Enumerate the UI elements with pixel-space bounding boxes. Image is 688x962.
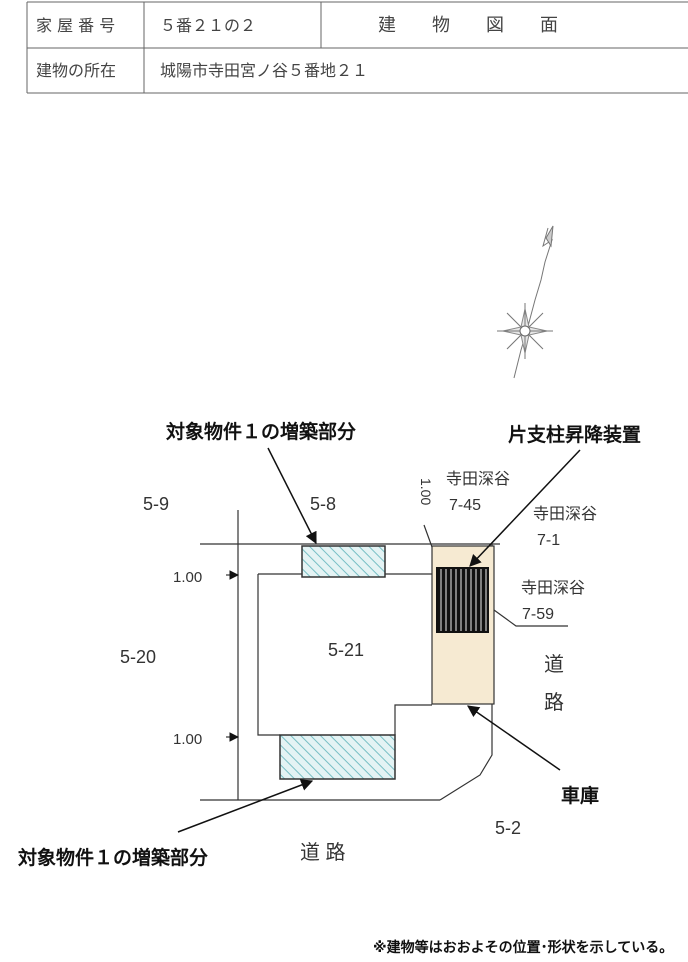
house-number-value: ５番２１の２: [160, 16, 256, 35]
extension-area-top: [301, 545, 386, 578]
road-right-char-1: 道: [544, 653, 564, 676]
dimension-bottom-left: 1.00: [173, 731, 202, 748]
callout-arrows: [177, 447, 581, 833]
house-number-label: 家 屋 番 号: [36, 16, 115, 35]
location-value: 城陽市寺田宮ノ谷５番地２１: [160, 61, 368, 80]
parcel-759-num: 7-59: [522, 606, 554, 623]
lot-5-8: 5-8: [310, 494, 336, 514]
parcel-71-num: 7-1: [537, 532, 560, 549]
header-table: 家 屋 番 号 ５番２１の２ 建 物 図 面 建物の所在 城陽市寺田宮ノ谷５番地…: [26, 1, 688, 94]
drawing-title: 建 物 図 面: [378, 15, 558, 36]
lot-5-2: 5-2: [495, 818, 521, 838]
callout-extension-bottom: 対象物件１の増築部分: [17, 846, 208, 869]
callout-extension-top: 対象物件１の増築部分: [165, 420, 356, 443]
lift-device: [436, 567, 489, 633]
lot-5-21: 5-21: [328, 640, 364, 660]
road-bottom: 道 路: [300, 841, 346, 864]
footer-note: ※建物等はおおよその位置･形状を示している。: [373, 939, 673, 956]
callout-garage: 車庫: [561, 784, 599, 807]
parcel-745-name: 寺田深谷: [446, 470, 510, 488]
north-arrow-icon: [497, 225, 554, 379]
location-label: 建物の所在: [36, 61, 116, 80]
lot-5-20: 5-20: [120, 647, 156, 667]
callout-lift-device: 片支柱昇降装置: [508, 423, 641, 446]
road-right-char-2: 路: [544, 691, 564, 714]
extension-area-bottom: [279, 734, 396, 780]
parcel-759-name: 寺田深谷: [521, 579, 585, 597]
dimension-right-vertical: 1.00: [418, 478, 434, 505]
parcel-745-num: 7-45: [449, 497, 481, 514]
lot-5-9: 5-9: [143, 494, 169, 514]
dimension-top-left: 1.00: [173, 569, 202, 586]
parcel-71-name: 寺田深谷: [533, 505, 597, 523]
